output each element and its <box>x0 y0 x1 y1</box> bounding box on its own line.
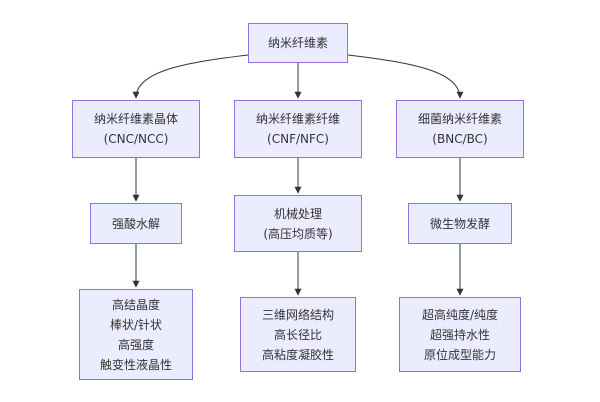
node-bnc-title: 细菌纳米纤维素 <box>417 112 502 126</box>
node-root-label: 纳米纤维素 <box>267 36 328 50</box>
node-cnc-props-line-2: 棒状/针状 <box>109 317 163 332</box>
edge-root-to-bnc <box>347 54 464 99</box>
node-cnf-process: 机械处理 (高压均质等) <box>234 195 362 252</box>
node-cnc-props-line-4: 触变性液晶性 <box>99 357 172 372</box>
node-cnf-title: 纳米纤维素纤维 <box>255 112 340 126</box>
node-cnc: 纳米纤维素晶体 (CNC/NCC) <box>72 100 200 158</box>
node-cnc-abbr: (CNC/NCC) <box>103 132 169 146</box>
node-cnc-props-line-1: 高结晶度 <box>111 297 160 312</box>
node-bnc-abbr: (BNC/BC) <box>432 132 488 146</box>
node-bnc-props-line-3: 原位成型能力 <box>423 347 496 362</box>
edge-root-to-cnc <box>132 54 249 99</box>
node-root: 纳米纤维素 <box>248 23 348 63</box>
node-cnf-process-title: 机械处理 <box>273 206 322 221</box>
node-bnc-process-label: 微生物发酵 <box>429 216 490 231</box>
node-cnc-props-line-3: 高强度 <box>117 337 154 352</box>
node-cnc-process: 强酸水解 <box>90 203 182 244</box>
node-cnf-props-line-3: 高粘度凝胶性 <box>261 347 334 362</box>
node-cnf-abbr: (CNF/NFC) <box>267 132 329 146</box>
node-bnc-props-line-1: 超高纯度/纯度 <box>421 307 499 322</box>
node-cnf-process-detail: (高压均质等) <box>263 226 333 241</box>
node-cnc-process-label: 强酸水解 <box>111 216 160 231</box>
node-cnf-props: 三维网络结构 高长径比 高粘度凝胶性 <box>240 297 356 372</box>
node-bnc: 细菌纳米纤维素 (BNC/BC) <box>396 100 524 158</box>
node-cnf: 纳米纤维素纤维 (CNF/NFC) <box>234 100 362 158</box>
node-cnf-props-line-2: 高长径比 <box>273 327 322 342</box>
node-bnc-props: 超高纯度/纯度 超强持水性 原位成型能力 <box>399 297 521 372</box>
node-cnf-props-line-1: 三维网络结构 <box>261 307 334 322</box>
node-cnc-title: 纳米纤维素晶体 <box>93 112 178 126</box>
node-cnc-props: 高结晶度 棒状/针状 高强度 触变性液晶性 <box>79 289 193 380</box>
node-bnc-process: 微生物发酵 <box>408 203 512 244</box>
node-bnc-props-line-2: 超强持水性 <box>429 327 490 342</box>
